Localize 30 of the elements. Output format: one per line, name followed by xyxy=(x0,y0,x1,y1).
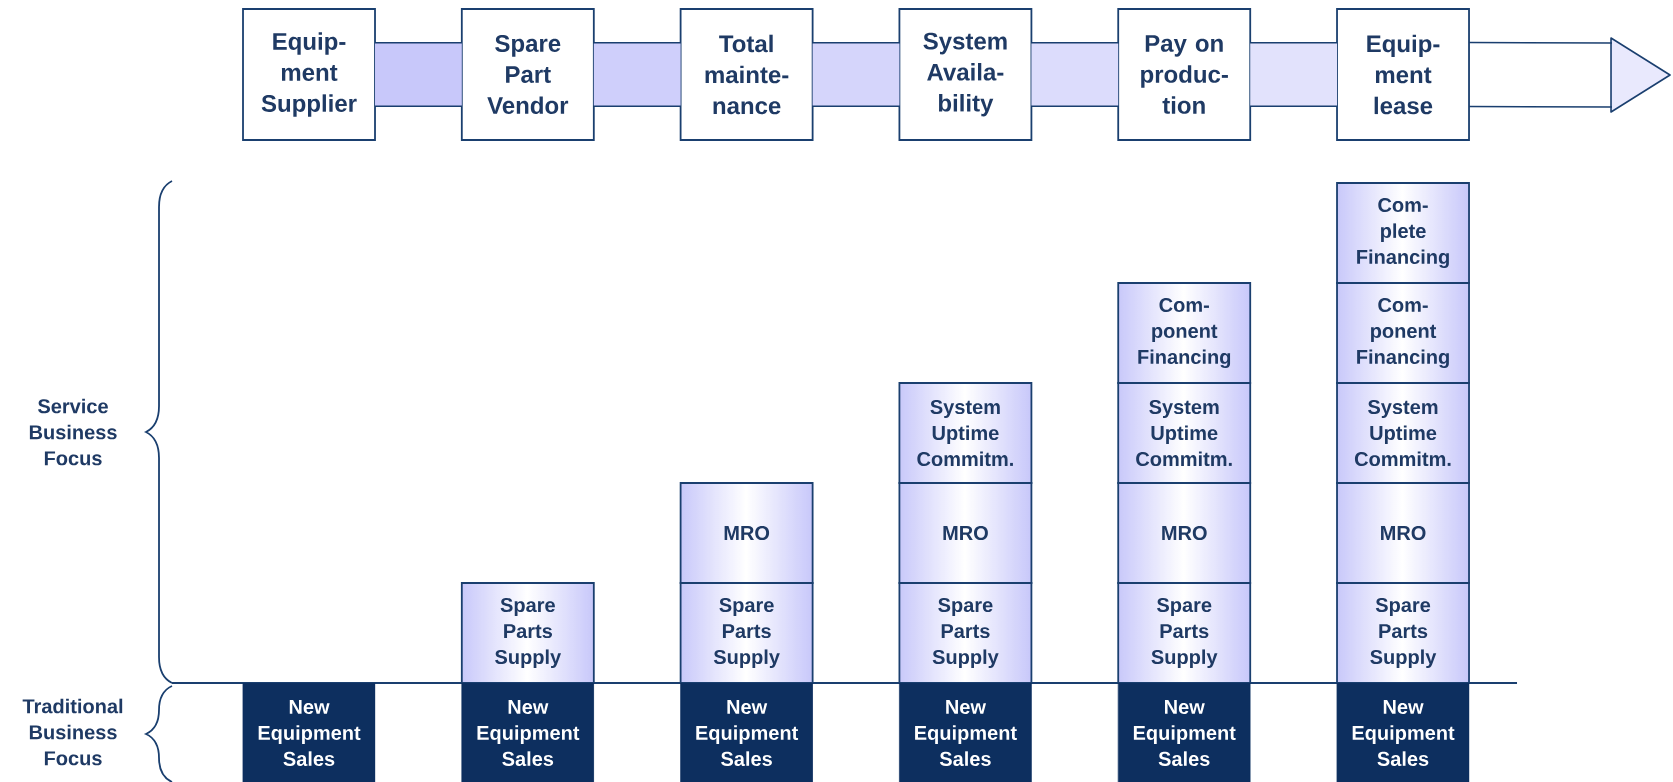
stage-box: Total mainte- nance xyxy=(679,8,814,141)
sales-block: New Equipment Sales xyxy=(899,683,1032,782)
sales-block: New Equipment Sales xyxy=(242,683,376,782)
service-block: Com- ponent Financing xyxy=(1117,282,1252,384)
stage-box: Equip- ment lease xyxy=(1336,8,1470,141)
stage-box: Equip- ment Supplier xyxy=(242,8,376,141)
stage-box: System Availa- bility xyxy=(898,8,1033,141)
service-block: Spare Parts Supply xyxy=(898,582,1033,684)
service-block: System Uptime Commitm. xyxy=(1117,382,1252,484)
service-block: MRO xyxy=(1336,482,1470,584)
service-block: Spare Parts Supply xyxy=(1336,582,1470,684)
stage-box: Pay on produc- tion xyxy=(1117,8,1252,141)
sales-block: New Equipment Sales xyxy=(1117,683,1251,782)
sales-block: New Equipment Sales xyxy=(680,683,813,782)
side-label: Service Business Focus xyxy=(29,398,117,466)
service-block: Spare Parts Supply xyxy=(1117,582,1252,684)
service-block: System Uptime Commitm. xyxy=(1336,382,1470,484)
service-block: System Uptime Commitm. xyxy=(898,382,1033,484)
service-block: Com- ponent Financing xyxy=(1336,282,1470,384)
stage-box: Spare Part Vendor xyxy=(460,8,595,141)
service-block: Spare Parts Supply xyxy=(679,582,814,684)
side-label: Traditional Business Focus xyxy=(22,698,123,766)
sales-block: New Equipment Sales xyxy=(461,683,595,782)
service-block: Spare Parts Supply xyxy=(460,582,595,684)
service-block: MRO xyxy=(898,482,1033,584)
service-block: MRO xyxy=(679,482,814,584)
arrow-band xyxy=(1468,37,1671,113)
service-block: MRO xyxy=(1117,482,1252,584)
sales-block: New Equipment Sales xyxy=(1336,683,1470,782)
service-block: Com- plete Financing xyxy=(1336,182,1470,284)
